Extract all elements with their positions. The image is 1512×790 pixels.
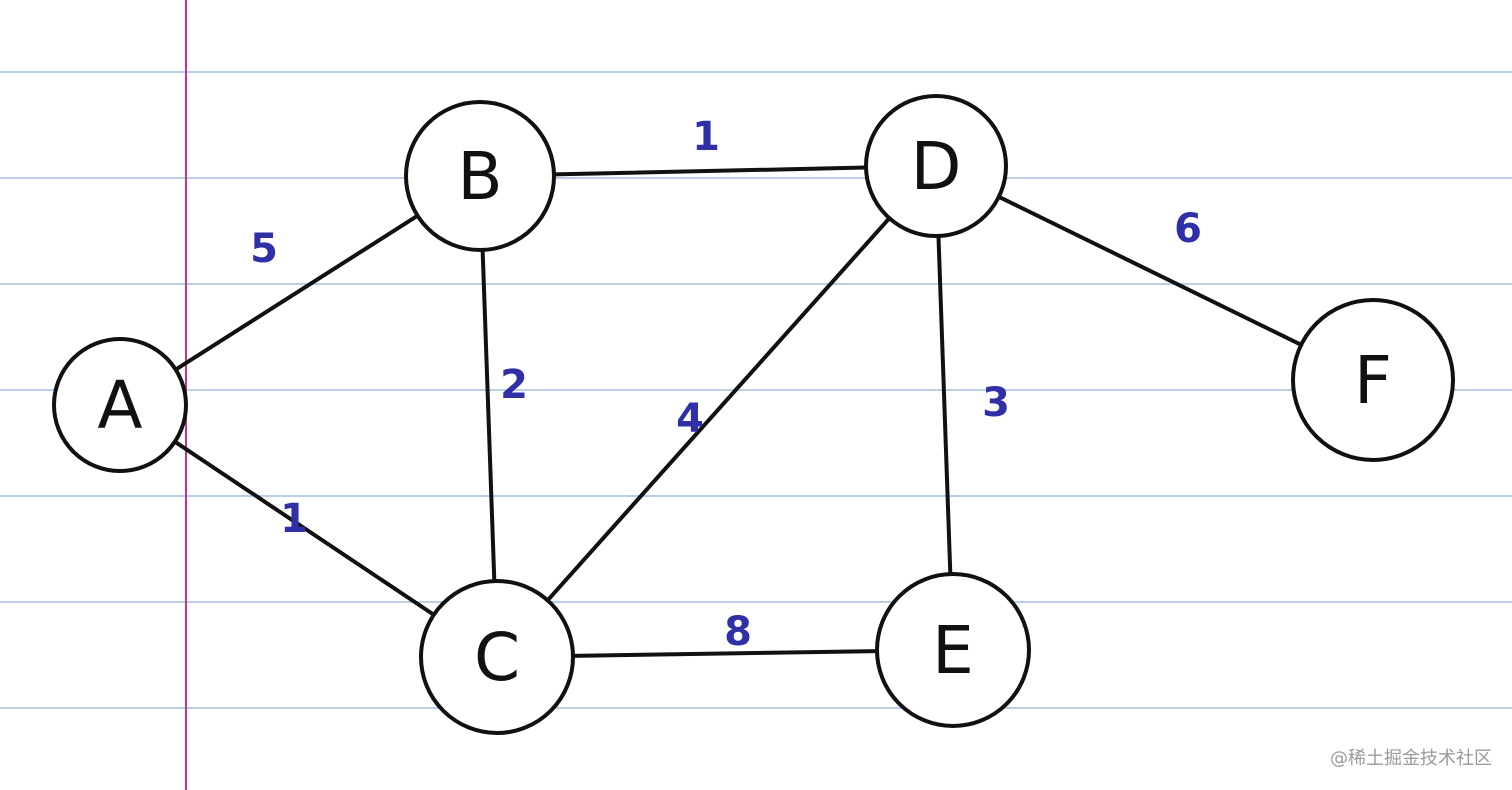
node-circle-f [1291,298,1455,462]
edge-a-c [172,439,436,617]
node-label-b: B [457,138,502,215]
edge-weight-b-d: 1 [692,114,720,160]
edge-d-f [996,194,1304,347]
edge-a-b [173,213,420,372]
node-c: C [419,579,575,735]
node-circle-e [875,572,1031,728]
node-circle-b [404,100,556,252]
notebook-rule-lines [0,71,1512,709]
node-a: A [52,337,188,473]
node-label-c: C [474,619,520,696]
node-e: E [875,572,1031,728]
edge-c-e [570,649,880,658]
edge-weight-d-f: 6 [1174,206,1202,252]
node-label-f: F [1354,342,1392,419]
edge-weight-a-c: 1 [280,496,308,542]
node-label-e: E [932,612,974,689]
edge-weight-a-b: 5 [250,226,278,272]
graph-edges [172,165,1304,658]
edge-c-d [545,216,892,603]
watermark: @稀土掘金技术社区 [1330,748,1492,769]
node-d: D [864,94,1008,238]
edge-weight-c-d: 4 [676,396,704,442]
node-label-d: D [911,128,962,205]
node-b: B [404,100,556,252]
edge-d-e [936,233,953,577]
node-circle-a [52,337,188,473]
node-circle-d [864,94,1008,238]
graph-nodes: A B C D E F [52,94,1455,735]
node-circle-c [419,579,575,735]
edge-weight-labels: 5 1 1 2 4 3 8 6 [250,114,1202,655]
node-f: F [1291,298,1455,462]
edge-weight-c-e: 8 [724,609,752,655]
node-label-a: A [97,367,142,444]
edge-weight-d-e: 3 [982,380,1010,426]
edge-b-d [551,165,869,177]
edge-weight-b-c: 2 [500,362,528,408]
edge-b-c [480,247,497,584]
